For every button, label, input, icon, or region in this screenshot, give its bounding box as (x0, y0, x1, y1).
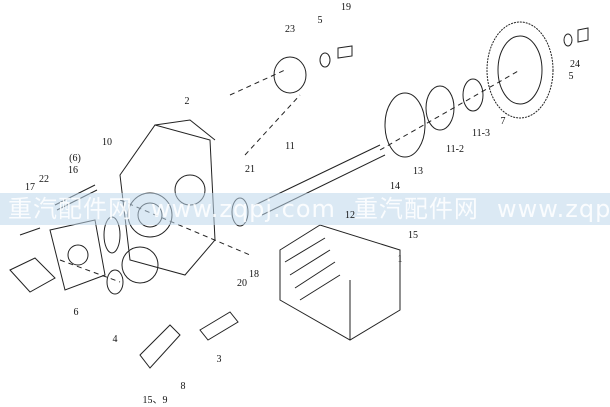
callout-label: 20 (237, 278, 247, 289)
seal-ring (106, 269, 124, 295)
watermark-url: www.zqpj.com (151, 195, 336, 223)
callout-label: 11 (285, 141, 295, 152)
flange-13 (384, 92, 426, 158)
callout-label: 16 (68, 165, 78, 176)
callout-label: 5 (568, 71, 574, 82)
callout-label: 2 (184, 96, 190, 107)
callout-label: 5 (317, 15, 323, 26)
callout-label: 15 (408, 230, 418, 241)
callout-label: 24 (570, 59, 580, 70)
callout-label: 6 (73, 307, 79, 318)
callout-label: 1 (397, 254, 403, 265)
callout-label: 13 (413, 166, 423, 177)
callout-label: 22 (39, 174, 49, 185)
callout-label: 10 (102, 137, 112, 148)
watermark-text: 重汽配件网 (8, 195, 133, 223)
gear-23 (273, 56, 307, 94)
pipe-8 (139, 324, 181, 369)
bolt-17 (19, 227, 41, 236)
fitting-3 (199, 311, 239, 341)
callout-label: 3 (216, 354, 222, 365)
callout-label: 12 (345, 210, 355, 221)
watermark-url: www.zqpj.com (496, 195, 610, 223)
callout-label: 18 (249, 269, 259, 280)
callout-label: 15、9 (142, 395, 168, 406)
callout-label: 7 (500, 116, 506, 127)
callout-label: 11-3 (472, 128, 490, 139)
callout-label: 23 (285, 24, 295, 35)
watermark-band (0, 193, 610, 225)
bearing-11-2 (425, 85, 455, 131)
watermark: 重汽配件网 www.zqpj.com 重汽配件网 www.zqpj.com (8, 193, 610, 225)
gear-7 (486, 21, 554, 119)
callout-label: 19 (341, 2, 351, 13)
cover-plate (49, 219, 106, 291)
assembly-lines (59, 69, 521, 283)
callout-label: 8 (180, 381, 186, 392)
oil-cooler (279, 224, 401, 341)
callout-label: 17 (25, 182, 35, 193)
small-cover (9, 257, 56, 293)
callout-label: (6) (69, 153, 81, 164)
watermark-text: 重汽配件网 (353, 195, 479, 223)
bearing-11-3 (462, 78, 484, 112)
callout-label: 4 (112, 334, 118, 345)
callout-label: 14 (390, 181, 400, 192)
callout-label: 21 (245, 164, 255, 175)
callout-label: 11-2 (446, 144, 464, 155)
